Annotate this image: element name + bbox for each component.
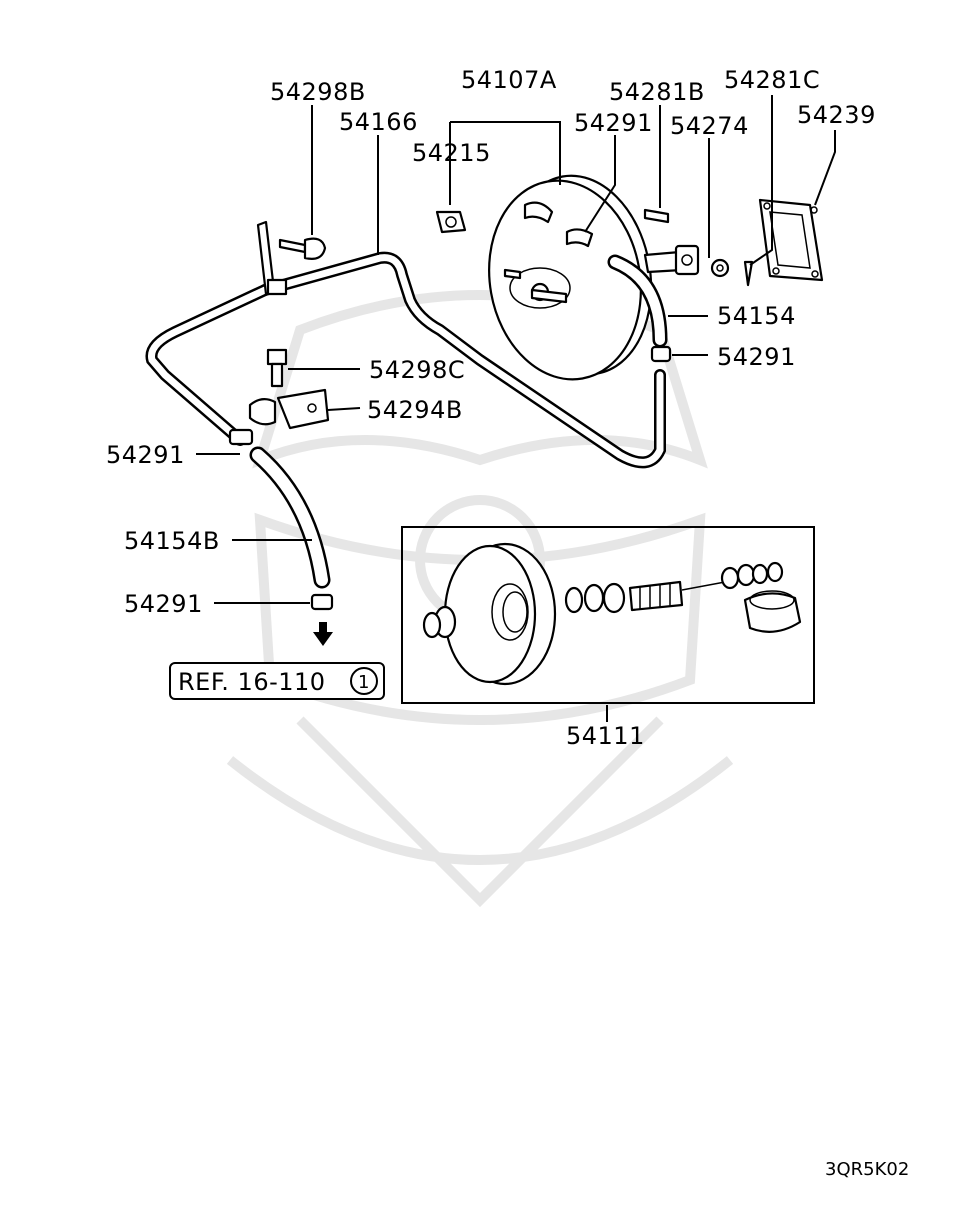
bracket-54294B [248,388,330,430]
repair-kit-54111-box [401,526,815,704]
bolt-54298C [266,348,288,388]
bolt-54298B [278,237,327,260]
label-54281C: 54281C [724,66,820,94]
down-arrow-icon [313,622,333,646]
label-54291-bottom: 54291 [124,590,203,618]
label-54107A: 54107A [461,66,557,94]
label-54291-right: 54291 [717,343,796,371]
cotter-pin-54281C [743,260,754,287]
label-54154: 54154 [717,302,796,330]
gasket-54239 [758,198,824,282]
label-54239: 54239 [797,101,876,129]
hose-54154 [607,254,668,348]
nut-54274 [710,258,730,278]
label-54298B: 54298B [270,78,366,106]
vacuum-line-54166 [145,220,666,469]
hose-54154B [228,428,334,611]
pin-54281B [643,208,670,224]
label-54154B: 54154B [124,527,220,555]
label-54111: 54111 [566,722,645,750]
reference-box: REF. 16-110 1 [169,662,385,700]
label-54166: 54166 [339,108,418,136]
clamp-54215 [435,210,467,234]
label-54291-top: 54291 [574,109,653,137]
diagram-code: 3QR5K02 [825,1159,909,1180]
clip-54291-right [650,345,672,363]
clip-54291-top [565,228,594,248]
reference-text: REF. 16-110 [178,668,326,696]
leader-lines [196,95,836,722]
reference-circled-number: 1 [358,672,369,693]
label-54298C: 54298C [369,356,465,384]
label-54281B: 54281B [609,78,705,106]
label-54215: 54215 [412,139,491,167]
label-54274: 54274 [670,112,749,140]
brake-booster-54107A [488,174,700,381]
label-54294B: 54294B [367,396,463,424]
watermark-emblem [226,290,734,908]
label-54291-left: 54291 [106,441,185,469]
